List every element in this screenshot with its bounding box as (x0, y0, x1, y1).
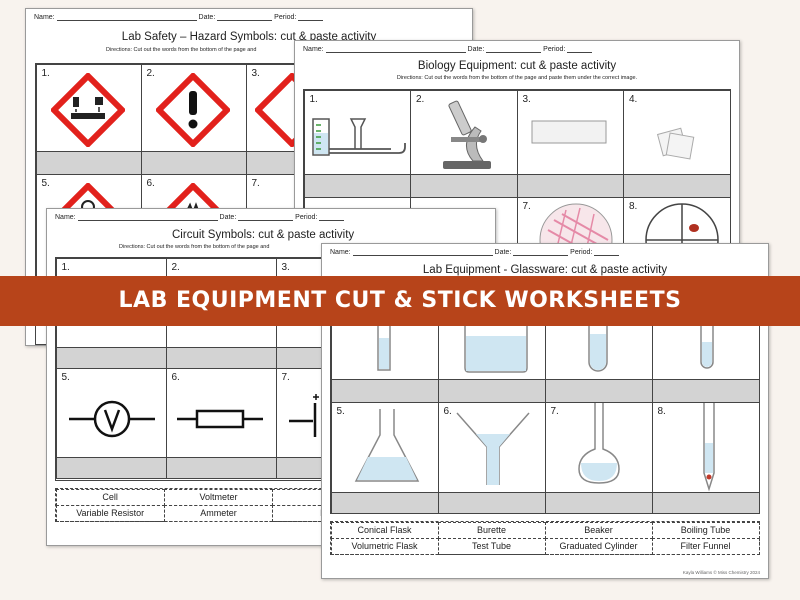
beaker-icon (463, 285, 528, 373)
word-card[interactable]: Boiling Tube (651, 521, 760, 539)
cover-slip-icon (656, 127, 695, 159)
biology-cell-4: 4. (623, 89, 731, 198)
word-card[interactable]: Beaker (544, 521, 653, 539)
name-label: Name: (34, 14, 55, 21)
word-card[interactable]: Graduated Cylinder (544, 537, 653, 555)
exclamation-hazard-icon (155, 72, 230, 147)
period-label: Period: (274, 14, 297, 21)
credit-text: Kayla Williams © Miss Chemistry 2024 (682, 570, 760, 575)
name-label: Name: (55, 214, 76, 221)
date-label: Date: (467, 46, 485, 53)
glassware-cell-6: 6. (437, 401, 546, 514)
date-label: Date: (494, 249, 512, 256)
filter-funnel-icon (455, 412, 530, 485)
worksheet-header: Name: Date: Period: (34, 13, 464, 21)
name-label: Name: (330, 249, 351, 256)
period-label: Period: (295, 214, 318, 221)
biology-cell-8: 8. (623, 196, 731, 251)
hazard-cell-2: 2. (140, 63, 247, 175)
corrosive-icon (50, 72, 125, 147)
worksheet-header: Name: Date: Period: (330, 248, 760, 256)
word-card[interactable]: Filter Funnel (651, 537, 760, 555)
word-card[interactable]: Conical Flask (330, 521, 439, 539)
worksheet-directions: Directions: Cut out the words from the b… (396, 75, 638, 81)
word-card[interactable]: Variable Resistor (55, 504, 165, 522)
worksheet-header: Name: Date: Period: (303, 45, 731, 53)
title-banner: LAB EQUIPMENT CUT & STICK WORKSHEETS (0, 276, 800, 326)
date-label: Date: (198, 14, 216, 21)
glass-slide-icon (531, 120, 606, 143)
period-label: Period: (570, 249, 593, 256)
quadrat-icon (645, 202, 719, 251)
banner-title: LAB EQUIPMENT CUT & STICK WORKSHEETS (118, 288, 682, 313)
test-tube-icon (699, 285, 714, 369)
name-label: Name: (303, 46, 324, 53)
worksheet-header: Name: Date: Period: (55, 213, 487, 221)
glassware-cell-5: 5. (330, 401, 439, 514)
circuit-cell-5: 5. (55, 367, 167, 479)
worksheet-directions: Directions: Cut out the words from the b… (119, 244, 270, 250)
glassware-cell-7: 7. (544, 401, 653, 514)
hazard-cell-1: 1. (35, 63, 142, 175)
cell-symbol-icon (288, 393, 319, 437)
resistor-symbol-icon (176, 409, 263, 428)
volumetric-flask-icon (577, 402, 620, 484)
worksheet-title: Circuit Symbols: cut & paste activity (172, 229, 355, 241)
biology-cell-2: 2. (410, 89, 518, 198)
word-card[interactable]: Test Tube (437, 537, 546, 555)
microscope-icon (443, 100, 491, 169)
measuring-cylinder-icon (376, 285, 391, 371)
word-card[interactable]: Cell (55, 488, 165, 506)
word-card[interactable]: Voltmeter (163, 488, 274, 506)
burette-icon (702, 402, 715, 492)
biology-cell-1: 1. (303, 89, 411, 198)
word-card[interactable]: Volumetric Flask (330, 537, 439, 555)
potometer-icon (311, 117, 406, 156)
glassware-cell-8: 8. (651, 401, 760, 514)
glassware-word-bank: Conical Flask Burette Beaker Boiling Tub… (330, 521, 760, 555)
boiling-tube-icon (587, 285, 608, 372)
word-card[interactable]: Burette (437, 521, 546, 539)
word-card[interactable]: Ammeter (163, 504, 274, 522)
voltmeter-symbol-icon (68, 400, 155, 437)
worksheet-title: Biology Equipment: cut & paste activity (417, 60, 617, 72)
circuit-cell-6: 6. (165, 367, 277, 479)
worksheet-title: Lab Equipment - Glassware: cut & paste a… (422, 264, 668, 276)
date-label: Date: (219, 214, 237, 221)
period-label: Period: (543, 46, 566, 53)
biology-cell-3: 3. (516, 89, 624, 198)
conical-flask-icon (354, 408, 419, 482)
worksheet-directions: Directions: Cut out the words from the b… (106, 47, 257, 53)
